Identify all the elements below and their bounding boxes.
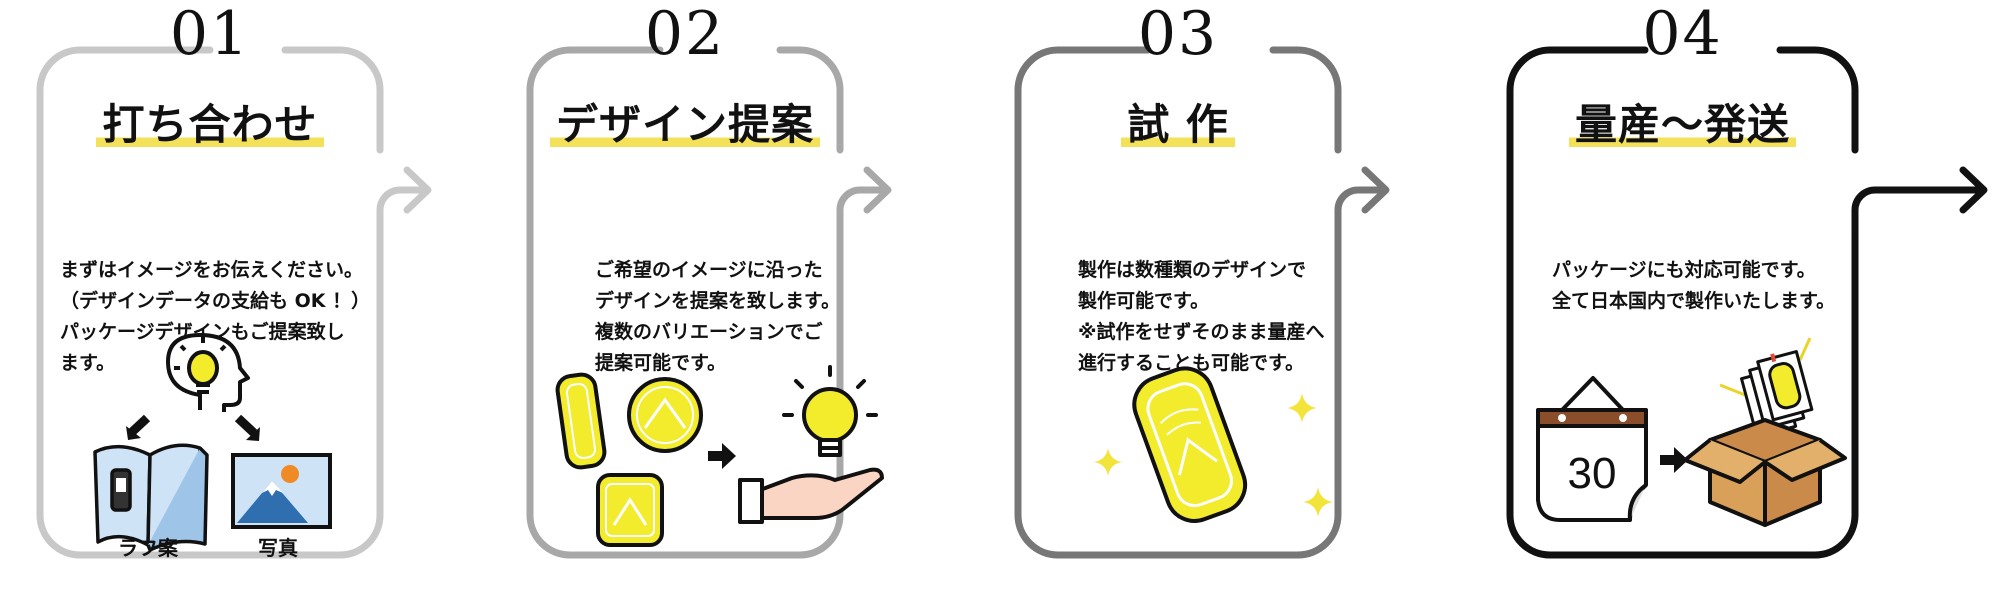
step-description: 製作は数種類のデザインで製作可能です。※試作をせずそのまま量産へ進行することも可… [1078,259,1325,374]
step-3-frame [1014,46,1390,559]
step-number: 04 [1642,0,1723,69]
arrow-icon [128,414,151,436]
step-title: デザイン提案 [530,100,840,149]
chevron-right-icon [403,166,432,214]
charm-icon [627,377,703,453]
step-number: 03 [1137,0,1219,69]
step-description: まずはイメージをお伝えください。（デザインデータの支給も OK ！）パッケージデ… [60,259,371,374]
arrow-icon [234,414,258,437]
sparkle-icon [1094,448,1122,476]
step-description: ご希望のイメージに沿ったデザインを提案を致します。複数のバリエーションでご提案可… [595,259,841,374]
step-title: 打ち合わせ [40,100,380,149]
lightbulb-hand-icon [738,365,884,524]
sparkle-icon [1303,487,1333,517]
step-2: 02 デザイン提案 ご希望のイメージに沿ったデザインを提案を致します。複数のバリ… [526,0,950,595]
charm-icon [1132,366,1248,523]
step-2-frame [526,46,892,559]
step-number: 02 [644,0,726,69]
lightbulb-head-icon [166,333,250,412]
chevron-right-icon [1959,166,1988,214]
step-3: 03 試 作 製作は数種類のデザインで製作可能です。※試作をせずそのまま量産へ進… [1014,0,1438,595]
arrow-icon [1660,447,1688,473]
sparkle-icon [1287,393,1317,423]
step-1-frame [36,46,432,559]
step-title: 量産～発送 [1510,100,1855,149]
step-1: 01 打ち合わせ まずはイメージをお伝えください。（デザインデータの支給も OK… [36,0,460,595]
chevron-right-icon [1361,166,1390,214]
charm-icon [555,372,607,470]
charm-icon [596,473,664,547]
calendar-icon [1536,376,1648,522]
step-4: 04 量産～発送 パッケージにも対応可能です。全て日本国内で製作いたします。 3… [1506,0,1988,595]
arrow-icon [708,443,736,469]
caption-rough-draft: ラフ案 [118,536,178,560]
step-4-frame [1506,46,1988,559]
calendar-number: 30 [1568,449,1617,498]
caption-photo: 写真 [258,536,298,560]
step-description: パッケージにも対応可能です。全て日本国内で製作いたします。 [1552,259,1836,312]
step-number: 01 [169,0,251,69]
photo-icon [231,453,332,529]
book-icon [93,443,209,552]
box-icon [1683,337,1847,527]
step-title: 試 作 [1018,100,1338,149]
chevron-right-icon [863,166,892,214]
